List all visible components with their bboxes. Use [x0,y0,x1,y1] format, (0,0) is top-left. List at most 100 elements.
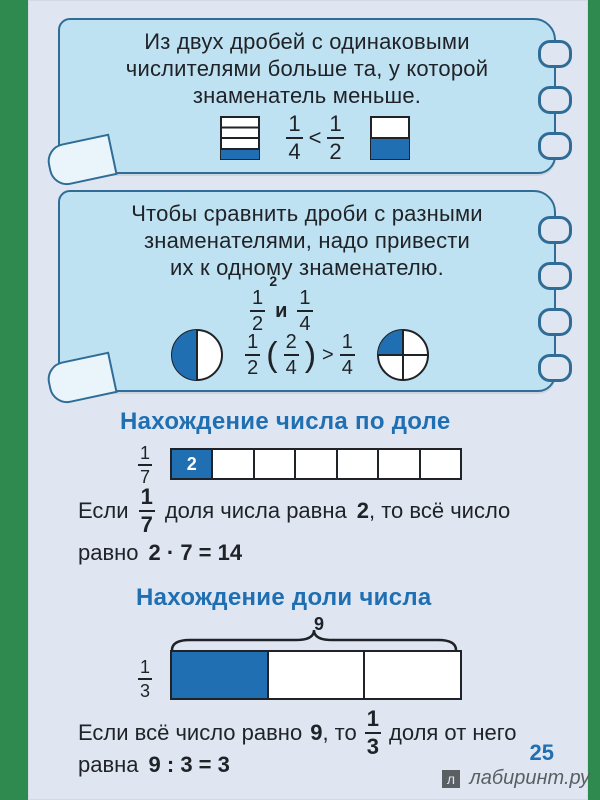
fraction-denominator: 2 [329,139,342,164]
section-1-result-prefix: равно [78,540,139,565]
page-curl-icon [44,133,118,189]
card-2-binding [538,216,572,382]
fraction-one-half: 1 2 [327,113,344,164]
half-circle-icon [171,329,223,381]
fraction-numerator: 2 [283,332,299,356]
watermark-text: лабиринт.ру [469,767,590,789]
section-2-line-2: равна 9 : 3 = 3 [78,752,230,778]
section-1-title: Нахождение числа по доле [120,408,451,435]
parenthesis-right: ) [304,336,317,374]
fraction-denominator: 7 [140,512,153,537]
binding-ring-icon [538,262,572,290]
strip-cell [213,450,255,478]
fraction-one-third: 1 3 [138,658,153,701]
fraction-numerator: 1 [245,332,261,356]
rule-card-2-text: Чтобы сравнить дроби с разными знаменате… [60,200,554,281]
greater-than-sign: > [322,343,334,366]
strip-cell [338,450,380,478]
fraction-one-quarter: 1 4 [297,288,313,335]
less-than-sign: < [308,125,322,150]
fraction-denominator: 3 [140,681,151,701]
watermark: л лабиринт.ру [441,767,590,790]
rule-card-1-text: Из двух дробей с одинаковыми числителями… [60,28,554,109]
strip-cell [421,450,460,478]
rule-2-line-2: знаменателями, надо привести [143,228,471,253]
quarter-circle-icon [377,329,429,381]
section-1-line-2: равно 2 · 7 = 14 [78,540,242,566]
fraction-numerator: 1 [250,288,266,312]
section-2-line-1: Если всё число равно 9 , то 1 3 доля от … [78,708,517,758]
binding-ring-icon [538,86,572,114]
binding-ring-icon [538,216,572,244]
fraction-one-quarter: 1 4 [286,113,303,164]
binding-ring-icon [538,354,572,382]
binding-ring-icon [538,40,572,68]
fraction-denominator: 2 [247,357,259,379]
fraction-numerator: 1 [339,332,355,356]
section-1-text-suffix: , то всё число [369,498,511,523]
rule-2-pair: 1 2 2 и 1 4 [250,274,313,335]
card-1-binding [538,40,572,160]
rule-2-line-1: Чтобы сравнить дроби с разными [131,201,483,226]
rule-1-line-2: числителями больше та, у которой [125,56,489,81]
parenthesis-left: ( [266,336,278,374]
bar-segment [365,652,460,698]
section-2-value: 9 [310,720,323,745]
fraction-numerator: 1 [364,708,381,734]
section-2-result-expression: 9 : 3 = 3 [148,752,230,777]
binding-ring-icon [538,132,572,160]
binding-ring-icon [538,308,572,336]
section-1-result-expression: 2 · 7 = 14 [148,540,243,565]
section-2-bar-fraction: 1 3 [138,658,153,701]
fraction-denominator: 7 [140,467,151,487]
strip-cell [296,450,338,478]
section-2-title: Нахождение доли числа [136,584,432,611]
section-2-result-prefix: равна [78,752,139,777]
fraction-two-quarters: 2 4 [283,332,299,379]
book-page: Из двух дробей с одинаковыми числителями… [28,0,588,800]
fraction-numerator: 1 [286,113,303,139]
fraction-numerator: 1 [297,288,313,312]
rule-card-2: Чтобы сравнить дроби с разными знаменате… [44,190,572,407]
brace-value: 9 [314,614,325,634]
bar-segment-filled [172,652,269,698]
fraction-denominator: 4 [299,313,311,335]
quarter-rectangle-icon [220,116,260,160]
fraction-denominator: 4 [288,139,301,164]
fraction-numerator: 1 [138,658,153,680]
section-1-strip-fraction: 1 7 [138,444,153,487]
curly-brace-icon [170,629,458,651]
rule-1-line-3: знаменатель меньше. [192,83,422,108]
fraction-numerator: 1 [138,444,153,466]
rule-2-illustration: 1 2 ( 2 4 ) > 1 4 [170,328,430,382]
fraction-denominator: 4 [341,357,353,379]
rule-1-comparison: 1 4 < 1 2 [286,113,344,164]
section-2-text-suffix: доля от него [388,720,517,745]
strip-cell [379,450,421,478]
page-curl-icon [44,351,118,407]
section-1-line-1: Если 1 7 доля числа равна 2 , то всё чис… [78,486,510,536]
multiplier-mark: 2 [269,273,278,289]
conjunction: и [275,299,288,322]
bar-segment [269,652,366,698]
fraction-denominator: 4 [285,357,297,379]
rule-2-comparison: 1 2 ( 2 4 ) > 1 4 [245,332,355,378]
section-2-text-prefix: Если всё число равно [78,720,303,745]
section-2-text-mid: , то [322,720,357,745]
fraction-one-seventh: 1 7 [138,486,155,537]
fraction-numerator: 1 [327,113,344,139]
fraction-one-half: 1 2 [245,332,261,379]
strip-cell-filled: 2 [172,450,214,478]
fraction-denominator: 3 [366,734,379,759]
section-1-value: 2 [356,498,369,523]
fraction-one-seventh: 1 7 [138,444,153,487]
fraction-one-half: 1 2 2 [250,274,277,335]
rule-card-1: Из двух дробей с одинаковыми числителями… [44,18,572,189]
rule-1-illustration: 1 4 < 1 2 [220,112,410,164]
half-rectangle-icon [369,116,410,160]
rule-1-line-1: Из двух дробей с одинаковыми [144,29,470,54]
section-1-text-prefix: Если [78,498,129,523]
fraction-denominator: 2 [252,313,264,335]
thirds-bar [170,650,462,700]
fraction-numerator: 1 [138,486,155,512]
